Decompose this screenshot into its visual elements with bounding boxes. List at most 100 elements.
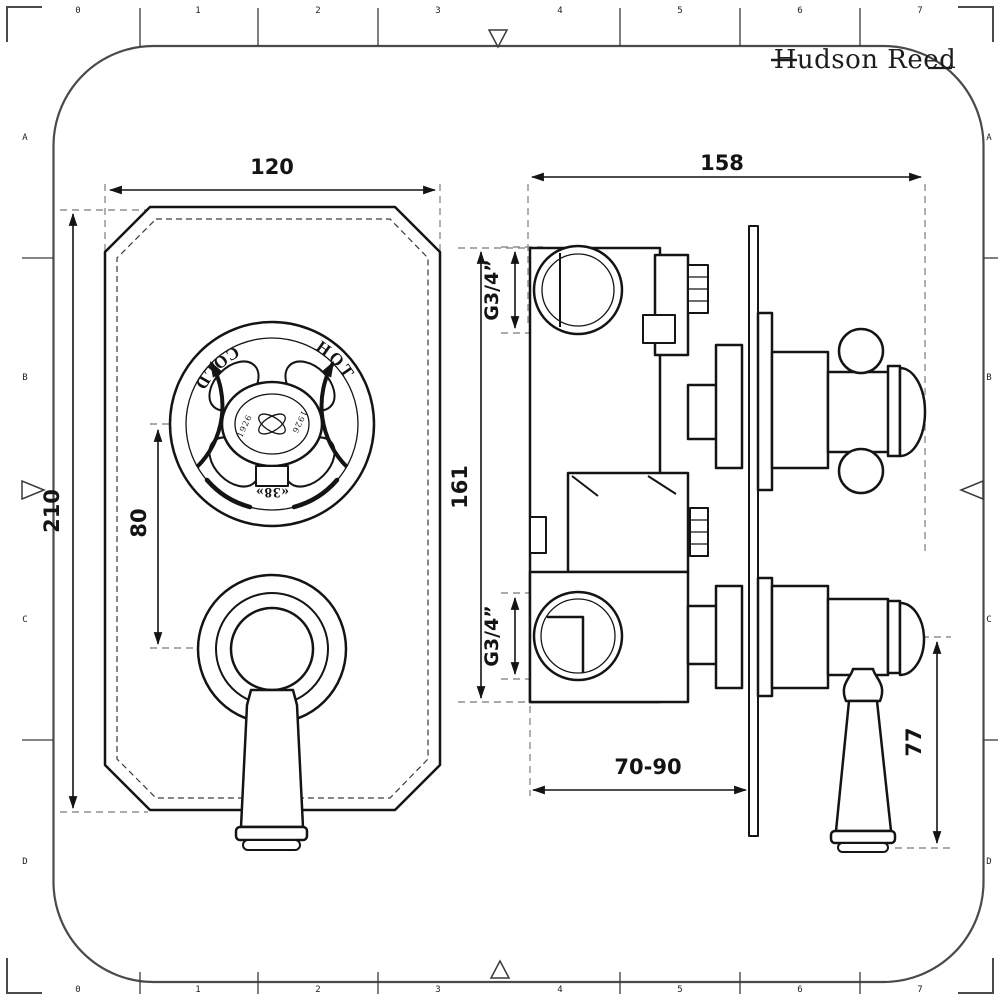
top-flange bbox=[714, 343, 744, 470]
dial-inner-ring bbox=[185, 337, 359, 511]
ruler-label: 2 bbox=[315, 985, 320, 995]
lever-body-front bbox=[239, 688, 305, 829]
bottom-escutcheon bbox=[756, 576, 774, 698]
thermostat-dial: COLD HOT 1926 1926 «38» bbox=[168, 320, 376, 528]
corner-mark-top-left bbox=[6, 6, 42, 42]
safety-override-button bbox=[255, 465, 289, 487]
top-handle-base bbox=[826, 370, 892, 454]
center-mark-top bbox=[487, 29, 509, 49]
emblem-knot bbox=[258, 413, 286, 435]
dim-plate-width: 120 bbox=[250, 155, 294, 179]
lever-collar-ring bbox=[886, 599, 902, 675]
ruler-right: A B C D bbox=[959, 133, 998, 867]
dial-hub-inner bbox=[234, 393, 310, 455]
corner-mark-top-right bbox=[958, 6, 994, 42]
top-stem bbox=[686, 383, 720, 441]
center-mark-left bbox=[21, 479, 46, 501]
front-plate-inner-outline bbox=[116, 218, 429, 799]
front-plate bbox=[103, 205, 442, 812]
diverter-control bbox=[196, 573, 348, 725]
valve-body bbox=[528, 244, 709, 704]
ruler-label: 7 bbox=[917, 6, 922, 16]
dim-inlet-top: G3/4” bbox=[481, 259, 503, 320]
cross-handle-knob-lower bbox=[837, 447, 885, 495]
inlet-port-bottom bbox=[532, 590, 624, 682]
emblem-knot bbox=[258, 413, 286, 435]
dim-depth: 158 bbox=[700, 151, 744, 175]
chamfer-line bbox=[571, 475, 599, 497]
cross-handle-dome bbox=[898, 366, 927, 458]
dim-control-spacing: 80 bbox=[127, 508, 151, 537]
dim-body-height: 161 bbox=[448, 465, 472, 509]
ruler-left: A B C D bbox=[21, 133, 53, 867]
sheet-frame bbox=[6, 6, 994, 994]
ruler-label: A bbox=[986, 133, 992, 143]
dim-inlet-bottom: G3/4” bbox=[481, 605, 503, 666]
top-cartridge-assembly bbox=[686, 311, 927, 495]
corner-mark-bottom-right bbox=[958, 958, 994, 994]
ruler-label: 1 bbox=[195, 985, 200, 995]
ruler-label: 1 bbox=[195, 6, 200, 16]
ruler-label: 6 bbox=[797, 985, 802, 995]
inlet-port-top-thread bbox=[541, 253, 615, 327]
ruler-label: 4 bbox=[557, 985, 562, 995]
body-side-tab-top bbox=[642, 314, 676, 344]
side-lever-cap bbox=[829, 829, 897, 845]
ruler-label: 2 bbox=[315, 6, 320, 16]
top-cup bbox=[770, 350, 830, 470]
bottom-stem bbox=[686, 604, 720, 666]
dim-lever-length: 77 bbox=[902, 727, 926, 756]
ruler-label: B bbox=[22, 373, 27, 383]
corner-mark-bottom-left bbox=[6, 958, 42, 994]
lever-hub-side bbox=[826, 597, 890, 677]
wall-plate bbox=[748, 225, 759, 837]
inlet-port-top bbox=[532, 244, 624, 336]
ruler-label: 3 bbox=[435, 985, 440, 995]
sheet-border bbox=[52, 44, 985, 984]
logo: Hudson Reed bbox=[771, 45, 956, 75]
chamfer-line bbox=[647, 475, 677, 495]
ruler-label: C bbox=[986, 615, 991, 625]
lever-cap-front bbox=[234, 825, 309, 842]
top-escutcheon bbox=[756, 311, 774, 492]
ruler-label: 3 bbox=[435, 6, 440, 16]
safety-stop-label: «38» bbox=[255, 484, 289, 500]
ruler-label: 0 bbox=[75, 985, 80, 995]
ruler-top: 0 1 2 3 4 5 6 7 bbox=[75, 6, 923, 49]
inlet-port-bottom-thread bbox=[540, 598, 616, 674]
dim-plate-height: 210 bbox=[40, 489, 64, 533]
bottom-cartridge-assembly bbox=[686, 576, 926, 853]
bottom-flange bbox=[714, 584, 744, 690]
dimension-lines: 120 210 80 158 161 G3/4” G3/4” 70-90 bbox=[40, 151, 951, 849]
side-lever-body bbox=[834, 699, 893, 833]
side-lever-collar bbox=[842, 667, 884, 703]
ruler-label: 6 bbox=[797, 6, 802, 16]
ruler-label: C bbox=[22, 615, 27, 625]
inlet-port-bottom-notch bbox=[546, 615, 585, 674]
ruler-bottom: 0 1 2 3 4 5 6 7 bbox=[75, 959, 923, 995]
ruler-label: D bbox=[986, 857, 991, 867]
ruler-label: 0 bbox=[75, 6, 80, 16]
ruler-label: 4 bbox=[557, 6, 562, 16]
dim-recess-range: 70-90 bbox=[614, 755, 681, 779]
front-view: COLD HOT 1926 1926 «38» bbox=[103, 205, 442, 851]
bottom-cup bbox=[770, 584, 830, 690]
front-lever bbox=[234, 688, 309, 851]
ruler-label: 5 bbox=[677, 6, 682, 16]
brand-name: Hudson Reed bbox=[774, 45, 957, 75]
dial-arc-bottom-right bbox=[291, 477, 340, 510]
center-mark-bottom bbox=[489, 959, 511, 979]
lever-tip-front bbox=[242, 839, 301, 851]
lever-dome-cap bbox=[898, 601, 926, 677]
ruler-label: B bbox=[986, 373, 991, 383]
cross-handle-knob-upper bbox=[837, 327, 885, 375]
body-left-tab bbox=[529, 516, 547, 554]
dial-arc-bottom-left bbox=[204, 477, 253, 510]
side-view bbox=[528, 225, 927, 853]
diverter-hub bbox=[229, 606, 315, 692]
ruler-label: A bbox=[22, 133, 28, 143]
side-lever-tip bbox=[837, 842, 889, 853]
ruler-label: 7 bbox=[917, 985, 922, 995]
